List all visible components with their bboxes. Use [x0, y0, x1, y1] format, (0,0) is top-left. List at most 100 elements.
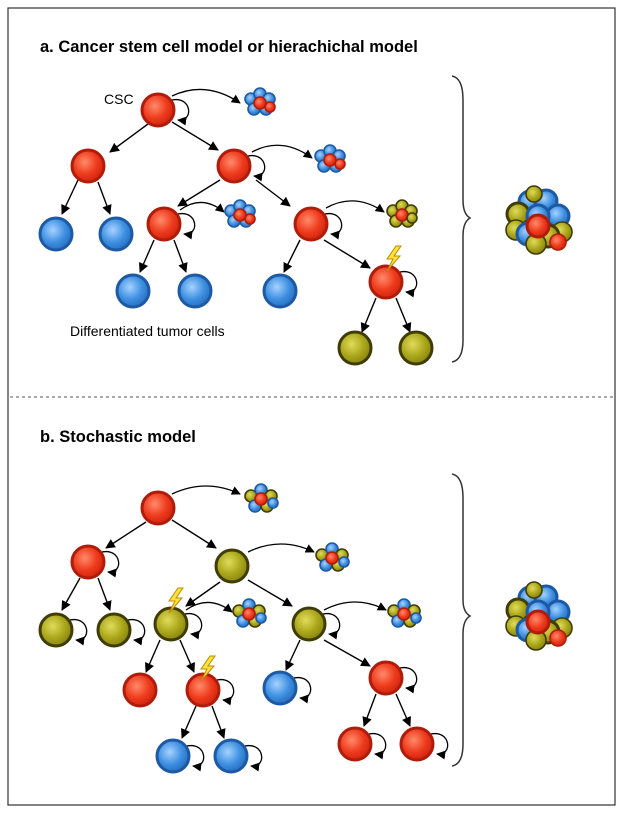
division-arrow-icon: [211, 705, 226, 739]
olive-differentiated-cell: [337, 330, 373, 366]
blue-differentiated-cell: [262, 273, 298, 309]
panel-b-title: b. Stochastic model: [40, 428, 196, 446]
cancer-stem-cell: [244, 213, 256, 225]
bracket-icon: [451, 75, 472, 363]
cancer-stem-cell: [242, 607, 256, 621]
tumor-formation-arrow-icon: [323, 601, 387, 611]
division-arrow-icon: [105, 521, 147, 549]
olive-differentiated-cell: [153, 606, 189, 642]
division-arrow-icon: [185, 581, 221, 607]
blue-differentiated-cell: [213, 738, 249, 774]
cancer-stem-cell: [525, 609, 551, 635]
blue-differentiated-cell: [38, 216, 74, 252]
outer-frame: [7, 7, 616, 806]
tumor-cluster-icon: [244, 483, 279, 513]
cancer-stem-cell: [334, 158, 346, 170]
blue-differentiated-cell: [115, 273, 151, 309]
division-arrow-icon: [97, 181, 112, 215]
cancer-stem-cell: [253, 96, 267, 110]
csc-label: CSC: [104, 91, 134, 107]
blue-differentiated-cell: [262, 670, 298, 706]
self-renewal-arrow-icon: [171, 99, 190, 126]
division-arrow-icon: [181, 705, 197, 739]
cancer-stem-cell: [185, 672, 221, 708]
division-arrow-icon: [171, 519, 217, 549]
self-renewal-arrow-icon: [184, 613, 203, 640]
self-renewal-arrow-icon: [399, 667, 418, 694]
self-renewal-arrow-icon: [293, 677, 312, 704]
self-renewal-arrow-icon: [399, 271, 418, 298]
blue-differentiated-cell: [98, 216, 134, 252]
cancer-stem-cell: [549, 629, 567, 647]
blue-differentiated-cell: [267, 497, 279, 509]
division-arrow-icon: [323, 639, 371, 667]
bracket-icon: [451, 473, 472, 767]
tumor-mass-icon: [505, 581, 573, 651]
cancer-stem-cell: [122, 672, 158, 708]
olive-differentiated-cell: [406, 212, 418, 224]
division-arrow-icon: [61, 179, 79, 215]
division-arrow-icon: [139, 239, 155, 273]
cancer-stem-cell: [395, 208, 409, 222]
cancer-stem-cell: [549, 233, 567, 251]
self-renewal-arrow-icon: [247, 155, 266, 182]
olive-differentiated-cell: [96, 612, 132, 648]
differentiated-tumor-cells-label: Differentiated tumor cells: [70, 323, 225, 339]
bolts-layer: [168, 245, 402, 682]
cancer-stem-cell: [254, 492, 268, 506]
olive-differentiated-cell: [291, 606, 327, 642]
olive-differentiated-cell: [398, 330, 434, 366]
tumor-cluster-icon: [314, 144, 346, 173]
cancer-stem-cell: [233, 208, 247, 222]
self-renewal-arrow-icon: [101, 551, 120, 578]
cancer-stem-cell: [397, 607, 411, 621]
cancer-stem-cell: [337, 726, 373, 762]
division-arrow-icon: [179, 639, 195, 673]
tumor-formation-arrow-icon: [325, 200, 385, 213]
blue-differentiated-cell: [410, 612, 422, 624]
olive-differentiated-cell: [525, 581, 543, 599]
division-arrow-icon: [395, 693, 411, 727]
cancer-stem-cell: [264, 101, 276, 113]
cancer-stem-cell: [368, 264, 404, 300]
self-renewal-arrow-icon: [244, 745, 263, 772]
blue-differentiated-cell: [177, 273, 213, 309]
cancer-stem-cell: [70, 544, 106, 580]
tumor-cluster-icon: [224, 199, 256, 228]
cancer-stem-cell: [368, 660, 404, 696]
division-arrow-icon: [285, 639, 301, 671]
self-renewal-arrow-icon: [322, 613, 341, 640]
tumor-cluster-icon: [244, 87, 276, 116]
tumor-mass-icon: [505, 185, 573, 255]
division-arrow-icon: [109, 123, 149, 153]
cancer-stem-cell: [399, 726, 435, 762]
self-renewal-arrow-icon: [186, 745, 205, 772]
olive-differentiated-cell: [214, 548, 250, 584]
cancer-stem-cell: [70, 148, 106, 184]
self-renewal-arrow-icon: [177, 213, 196, 240]
tumor-formation-arrow-icon: [247, 543, 315, 553]
self-renewal-arrow-icon: [430, 733, 449, 760]
cancer-stem-cell: [325, 551, 339, 565]
cancer-stem-cell: [323, 153, 337, 167]
tumor-formation-arrow-icon: [171, 485, 241, 495]
tumor-cluster-icon: [386, 199, 418, 228]
tumor-formation-arrow-icon: [171, 88, 241, 104]
tumor-cluster-icon: [315, 542, 350, 572]
self-renewal-arrow-icon: [127, 619, 146, 646]
cancer-stem-cell: [146, 206, 182, 242]
cancer-stem-cell: [293, 206, 329, 242]
lightning-bolt-icon: [200, 655, 216, 682]
panel-a-title: a. Cancer stem cell model or hierachicha…: [40, 38, 418, 56]
self-renewal-arrow-icon: [324, 213, 343, 240]
cancer-stem-cell: [216, 148, 252, 184]
division-arrow-icon: [283, 239, 301, 273]
tumor-formation-arrow-icon: [179, 201, 225, 213]
clusters-layer: [224, 87, 573, 651]
blue-differentiated-cell: [255, 612, 267, 624]
division-arrow-icon: [247, 579, 293, 607]
division-arrow-icon: [323, 239, 371, 269]
self-renewal-arrow-icon: [69, 619, 88, 646]
blue-differentiated-cell: [155, 738, 191, 774]
